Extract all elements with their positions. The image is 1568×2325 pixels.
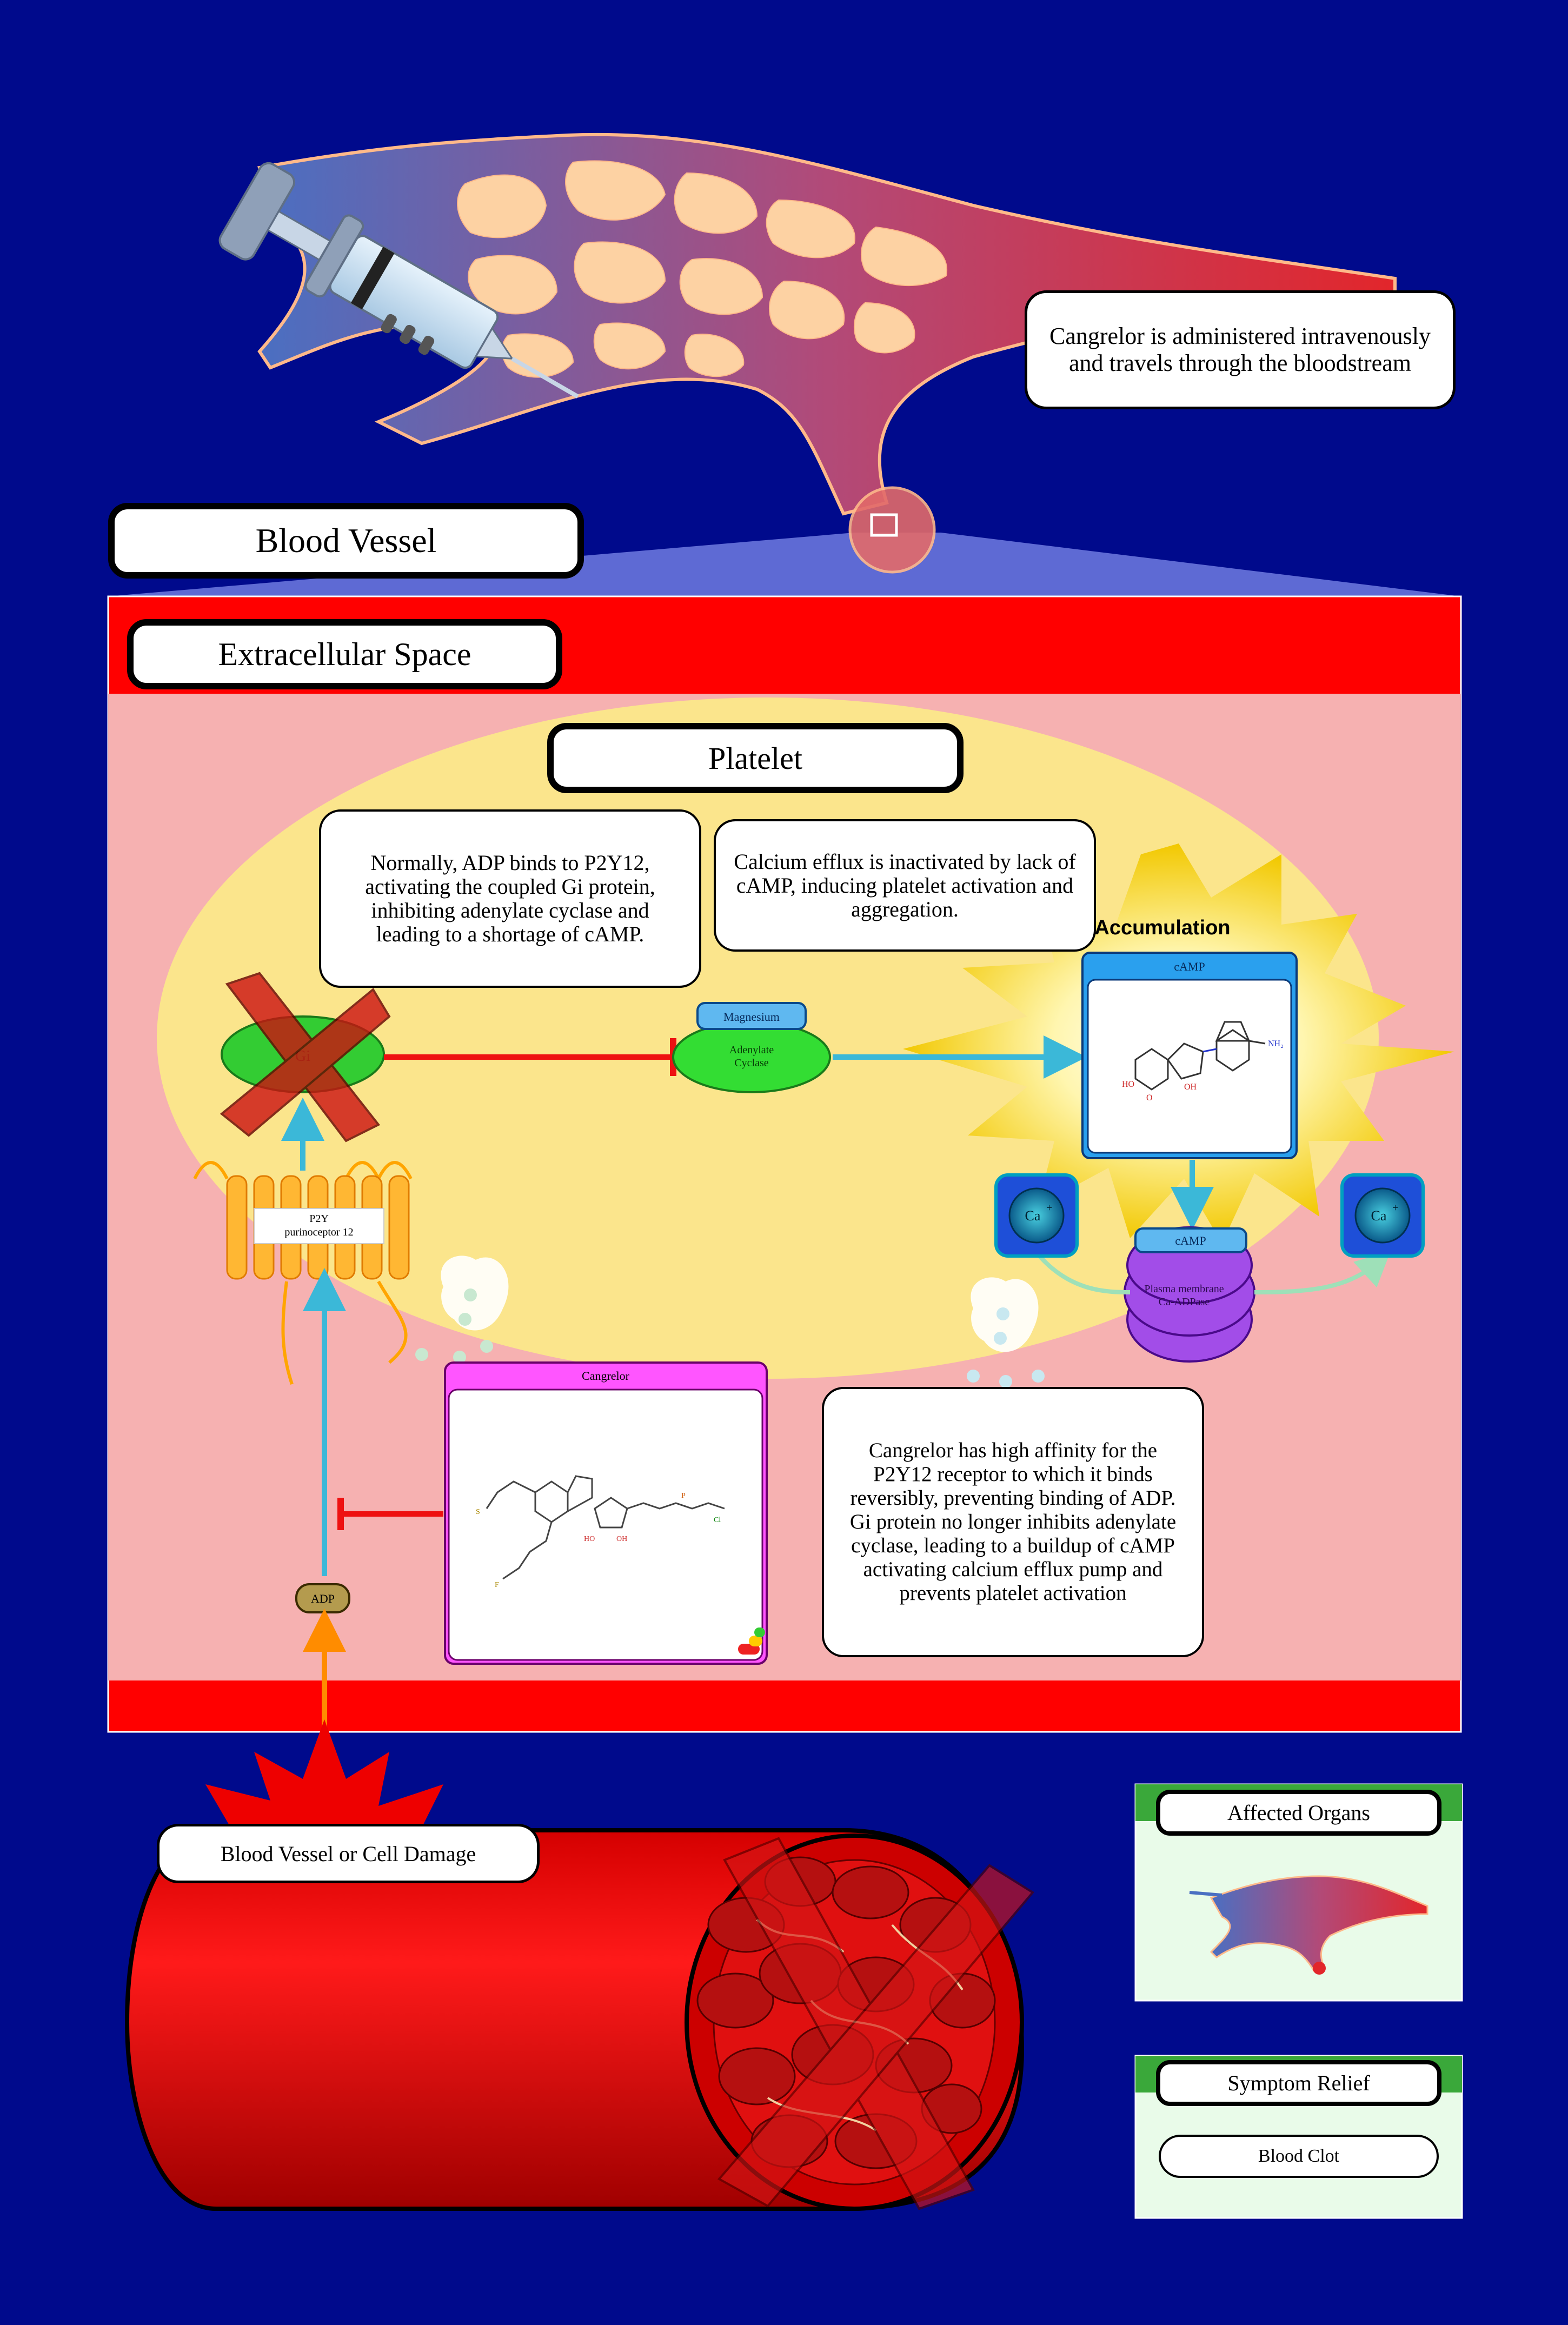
cangrelor-atom-ho: HO: [584, 1535, 595, 1543]
top-note: Cangrelor is administered intravenously …: [1025, 290, 1456, 409]
damage-label: Blood Vessel or Cell Damage: [157, 1824, 540, 1883]
pump-label-2: Ca-ADPase: [1159, 1296, 1210, 1308]
gi-cross-icon: [220, 972, 391, 1142]
note-cangrelor-affinity: Cangrelor has high affinity for the P2Y1…: [822, 1387, 1204, 1657]
p2y12-receptor: P2Y purinoceptor 12: [193, 1098, 413, 1385]
camp-box-label: cAMP: [1174, 960, 1205, 973]
camp-atom-o: O: [1146, 1093, 1153, 1102]
adenylate-cyclase-label-1: Adenylate: [729, 1044, 774, 1056]
adenylate-cyclase-label-2: Cyclase: [734, 1057, 768, 1069]
adp-molecule: ADP: [295, 1583, 350, 1613]
camp-structure-box: cAMP HO O NH₂ OH: [1081, 952, 1298, 1159]
receptor-label-2: purinoceptor 12: [284, 1226, 353, 1238]
accumulation-label: Accumulation: [1094, 916, 1231, 939]
camp-atom-oh: OH: [1184, 1082, 1197, 1092]
extracellular-space-title: Extracellular Space: [127, 619, 562, 689]
vessel-network-illustration: [257, 132, 1397, 516]
calcium-ion-left: Ca +: [994, 1173, 1079, 1258]
camp-molecule-icon: [1134, 1021, 1266, 1091]
calcium-efflux-arrow: [1036, 1254, 1384, 1294]
pump-label-1: Plasma membrane: [1144, 1283, 1224, 1295]
affected-organs-title: Affected Organs: [1156, 1790, 1441, 1836]
camp-atom-nh2: NH₂: [1268, 1039, 1284, 1048]
platelet-title: Platelet: [547, 723, 964, 793]
calcium-pump: cAMP Plasma membrane Ca-ADPase: [1124, 1226, 1255, 1363]
zoom-callout: [108, 486, 1461, 596]
blood-clot-pill: Blood Clot: [1159, 2135, 1439, 2178]
syringe-icon: [218, 162, 579, 398]
vesicle-left-icon: [415, 1256, 509, 1364]
cangrelor-atom-p: P: [681, 1492, 686, 1500]
cangrelor-atom-oh: OH: [616, 1535, 627, 1543]
cangrelor-structure-box: Cangrelor S F P Cl HO OH: [444, 1361, 768, 1665]
magnesium-label: Magnesium: [723, 1010, 780, 1024]
drug-capsule-icon: [738, 1627, 765, 1655]
cangrelor-atom-cl: Cl: [714, 1516, 721, 1524]
vesicle-right-icon: [967, 1277, 1045, 1388]
symptom-relief-title: Symptom Relief: [1156, 2060, 1441, 2106]
cangrelor-box-label: Cangrelor: [582, 1369, 630, 1383]
camp-atom-ho: HO: [1122, 1080, 1134, 1089]
adp-label: ADP: [311, 1592, 335, 1605]
clot-cross-icon: [717, 1837, 1035, 2210]
cangrelor-atom-s: S: [476, 1508, 480, 1516]
damage-burst-icon: [205, 1719, 443, 1849]
calcium-left-charge: +: [1046, 1202, 1052, 1214]
adenylate-cyclase: Magnesium Adenylate Cyclase: [672, 1002, 831, 1093]
calcium-left-label: Ca: [1025, 1208, 1041, 1224]
calcium-ion-right: Ca +: [1340, 1173, 1425, 1258]
camp-small-label: cAMP: [1175, 1234, 1206, 1247]
calcium-right-charge: +: [1392, 1202, 1398, 1214]
note-normal-adp: Normally, ADP binds to P2Y12, activating…: [319, 809, 701, 988]
calcium-right-label: Ca: [1371, 1208, 1387, 1224]
blood-vessel-title: Blood Vessel: [108, 503, 584, 579]
cangrelor-atom-f: F: [495, 1581, 499, 1589]
receptor-label-1: P2Y: [309, 1213, 329, 1225]
note-calcium-efflux: Calcium efflux is inactivated by lack of…: [714, 819, 1096, 952]
organs-vessel-icon: [1189, 1875, 1429, 1975]
cangrelor-molecule-icon: [486, 1475, 725, 1580]
